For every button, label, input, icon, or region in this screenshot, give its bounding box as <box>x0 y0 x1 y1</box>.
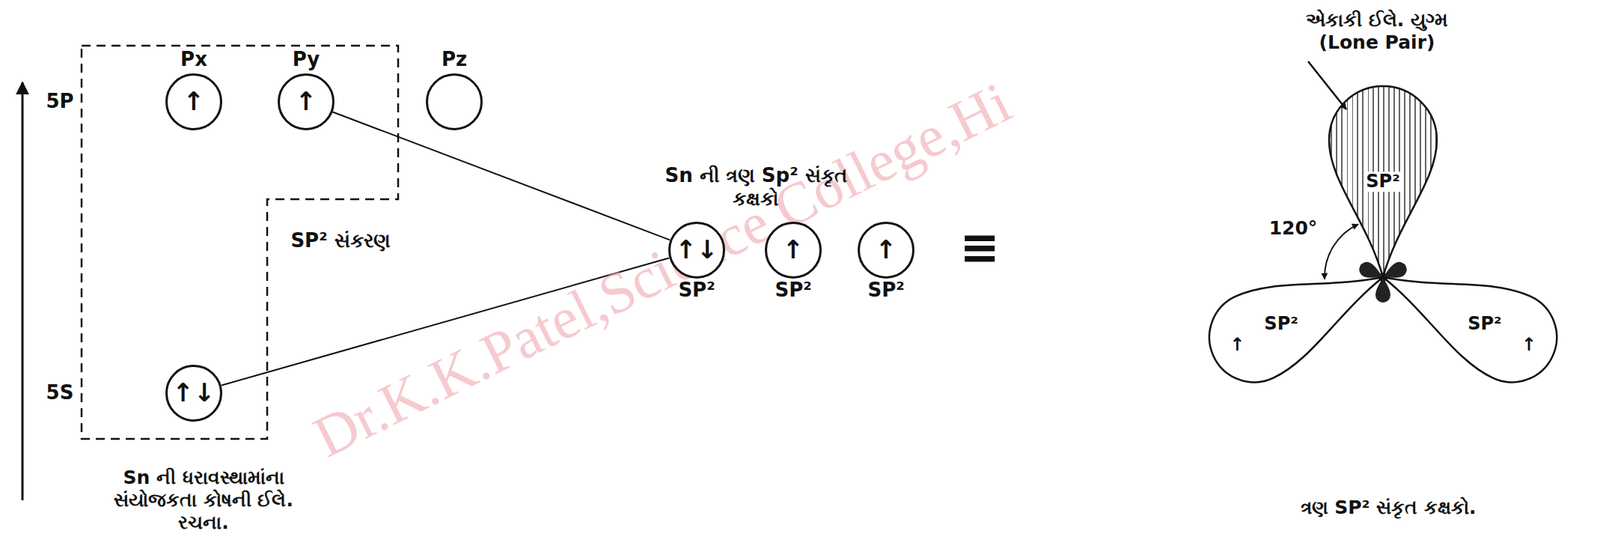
electron-arrows: ↑ <box>875 234 898 265</box>
connector-line <box>333 111 670 240</box>
watermark: Dr.K.K.Patel,Science College,Hi <box>302 67 1022 472</box>
orbital-circle: Pz <box>425 73 483 131</box>
electron-arrows: ↑↓ <box>172 377 215 408</box>
hybrid-lobe: SP² ↑ <box>1378 272 1562 387</box>
caption: ત્રણ SP² સંકૃત કક્ષકો. <box>1300 496 1477 519</box>
orbital-label: SP² <box>678 279 715 302</box>
lobe-shape <box>1194 236 1402 397</box>
orbital-circle: Px↑ <box>165 73 223 131</box>
angle-arc <box>1324 223 1359 279</box>
orbital-label: Py <box>292 48 321 72</box>
orbital-label: Pz <box>441 48 467 72</box>
process-label: SP² સંકરણ <box>290 228 390 253</box>
level-label: 5S <box>46 380 75 405</box>
electron-arrows: ↑ <box>183 86 206 116</box>
orbital-label: Px <box>180 48 208 72</box>
energy-arrow <box>21 82 24 500</box>
orbital-circle: Py↑ <box>277 73 335 131</box>
hybrid-lobe: SP² ↑ <box>1204 272 1388 387</box>
leader-arrow <box>1308 61 1347 110</box>
electron-arrow: ↑ <box>1521 334 1537 356</box>
lobe-shape <box>1364 236 1572 397</box>
electron-arrow: ↑ <box>1229 334 1245 356</box>
hybrid-lobe: SP² <box>1324 81 1442 282</box>
orbital-label: SP² <box>1363 171 1402 193</box>
orbital-circle: ↑SP² <box>764 221 822 279</box>
lobe-shape <box>1329 86 1437 277</box>
orbital-label: SP² <box>774 279 812 302</box>
orbital-circle: ↑SP² <box>857 221 915 279</box>
electron-arrows: ↑↓ <box>675 234 718 265</box>
orbital-label: SP² <box>1263 314 1298 336</box>
angle-label: 120° <box>1269 217 1318 240</box>
callout-label: એકાકી ઈલે. યુગ્મ (Lone Pair) <box>1279 8 1475 54</box>
equivalence-sign: ≡ <box>959 218 1000 277</box>
level-label: 5P <box>45 89 74 114</box>
electron-arrows: ↑ <box>782 234 805 265</box>
orbital-label: SP² <box>867 279 905 302</box>
orbital-circle: ↑↓ <box>165 364 224 423</box>
caption: Sn ની ધરાવસ્થામાંના સંયોજકતા કોષની ઈલે. … <box>91 466 316 534</box>
heading-label: Sn ની ત્રણ Sp² સંકૃત કક્ષકો <box>654 163 857 211</box>
electron-arrows: ↑ <box>295 86 318 116</box>
orbital-label: SP² <box>1467 314 1502 336</box>
